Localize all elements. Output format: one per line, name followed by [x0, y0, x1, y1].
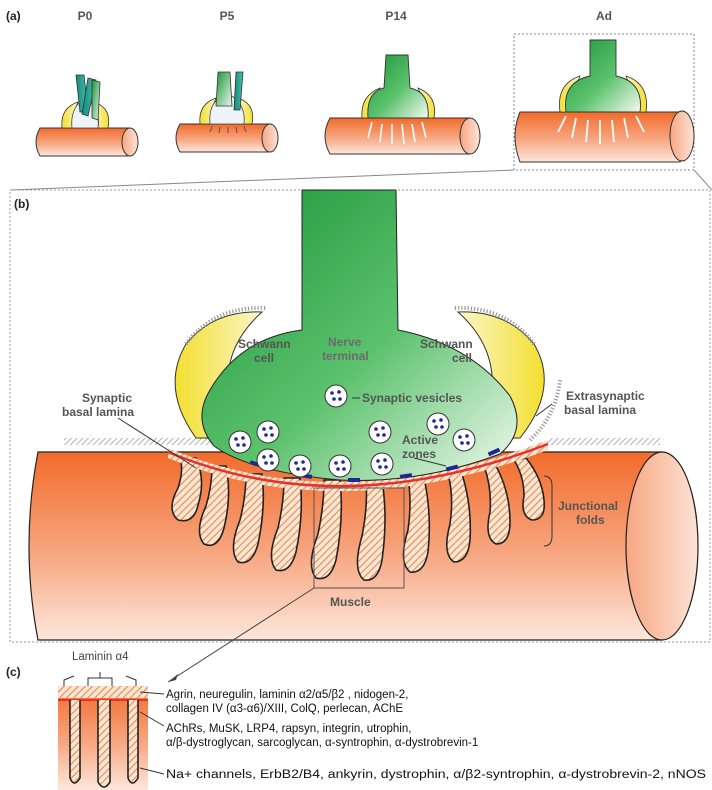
stage-ad: Ad [596, 9, 612, 23]
extrasynaptic-lamina-left [64, 438, 214, 445]
zoom-line-left [10, 170, 514, 190]
text-c-line5: Na+ channels, ErbB2/B4, ankyrin, dystrop… [166, 769, 706, 781]
label-schwann-left-2: cell [254, 351, 274, 365]
label-extrasynaptic-2: basal lamina [564, 403, 636, 417]
stage-p14: P14 [385, 9, 407, 23]
text-c-line2: collagen IV (α3-α6)/XIII, ColQ, perlecan… [166, 703, 403, 715]
label-folds-2: folds [576, 513, 605, 527]
text-c-line4: α/β-dystroglycan, sarcoglycan, α-syntrop… [166, 737, 478, 749]
label-muscle: Muscle [330, 595, 371, 609]
stage-p0-diagram [36, 75, 138, 156]
label-nerve-1: Nerve [328, 335, 362, 349]
stage-p5-diagram [176, 72, 278, 152]
panel-c-label: (c) [6, 665, 21, 679]
label-synaptic-lamina-2: basal lamina [62, 405, 134, 419]
label-folds-1: Junctional [558, 499, 618, 513]
label-active-2: zones [402, 447, 436, 461]
stage-ad-diagram [515, 40, 694, 162]
label-schwann-left-1: Schwann [238, 337, 291, 351]
stage-p14-diagram [325, 55, 480, 154]
text-c-line1: Agrin, neuregulin, laminin α2/α5/β2 , ni… [166, 689, 408, 701]
label-nerve-2: terminal [322, 349, 369, 363]
label-synaptic-lamina-1: Synaptic [82, 391, 132, 405]
label-laminin-a4: Laminin α4 [72, 651, 129, 663]
zoom-line-right [694, 170, 712, 190]
panel-a-label: (a) [6, 9, 21, 23]
label-active-1: Active [402, 433, 438, 447]
laminin-brackets [64, 672, 136, 686]
extrasynaptic-lamina-right [548, 438, 660, 445]
label-vesicles: Synaptic vesicles [362, 391, 462, 405]
label-schwann-right-2: cell [452, 351, 472, 365]
panel-b-label: (b) [14, 197, 29, 211]
stage-p0: P0 [78, 9, 93, 23]
text-c-line3: AChRs, MuSK, LRP4, rapsyn, integrin, utr… [166, 723, 411, 735]
fold-detail [58, 686, 148, 790]
stage-p5: P5 [220, 9, 235, 23]
label-extrasynaptic-1: Extrasynaptic [566, 389, 645, 403]
label-schwann-right-1: Schwann [420, 337, 473, 351]
